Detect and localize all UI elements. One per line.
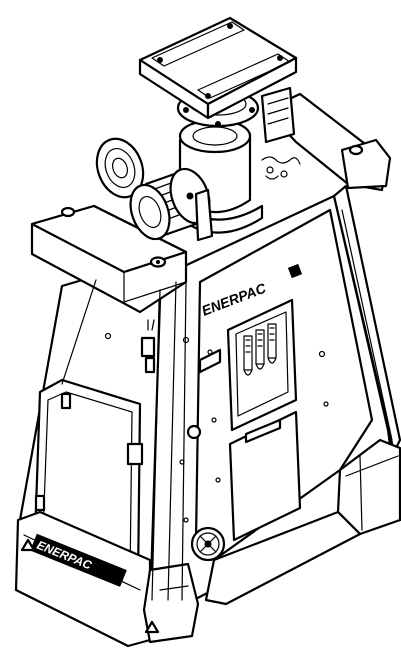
hydraulic-access-panel <box>207 298 329 542</box>
handwheel-icon <box>190 526 226 562</box>
chain <box>261 156 301 180</box>
top-plate <box>138 16 298 120</box>
side-controls <box>34 319 190 523</box>
drum-bracket <box>194 188 214 242</box>
right-bracket <box>264 92 392 192</box>
pressure-gauge-icon <box>186 424 202 440</box>
warning-triangle-icon <box>144 620 160 634</box>
brand-mark-icon <box>287 263 303 279</box>
winch-drum-left <box>95 137 145 199</box>
side-slot <box>198 348 222 374</box>
warning-triangle-icon <box>20 538 36 552</box>
motor-unit <box>260 86 296 144</box>
